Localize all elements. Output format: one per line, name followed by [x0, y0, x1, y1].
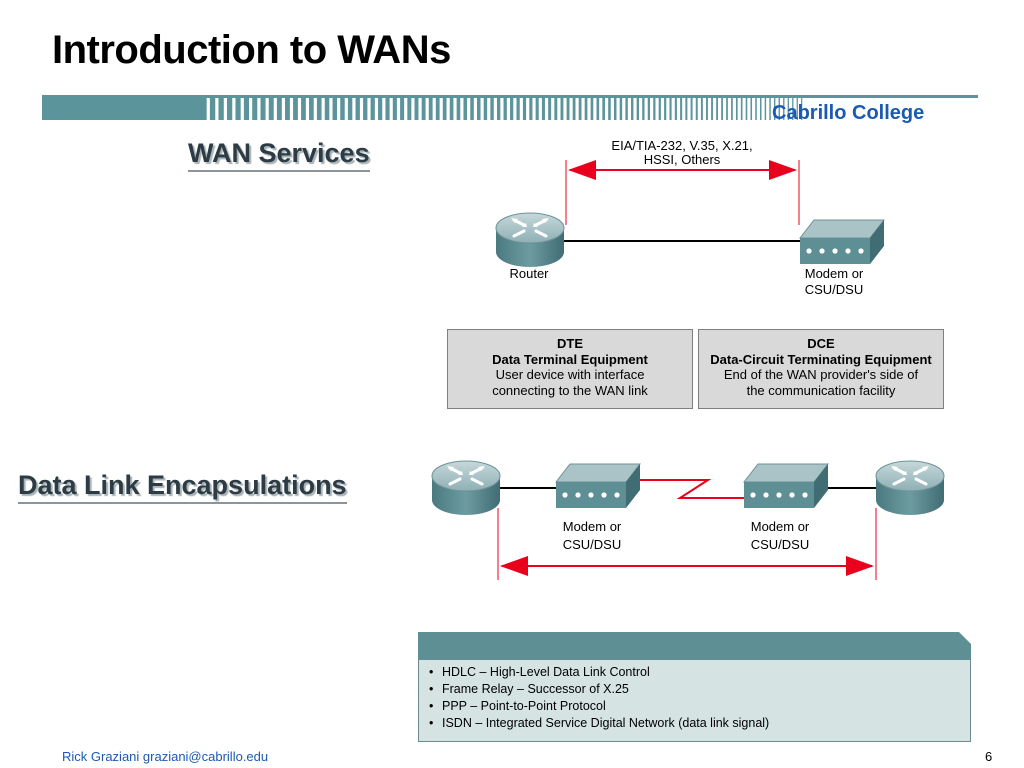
footer-author: Rick Graziani graziani@cabrillo.edu: [62, 749, 269, 764]
encapsulation-list: HDLC – High-Level Data Link Control Fram…: [429, 664, 970, 732]
wan-services-heading-text: WAN Services: [188, 138, 370, 168]
list-item: HDLC – High-Level Data Link Control: [429, 664, 970, 681]
data-link-heading: Data Link Encapsulations: [18, 470, 347, 504]
dce-title: DCE: [807, 336, 835, 351]
left-modem-label: Modem or: [563, 519, 622, 534]
dce-box: DCE Data-Circuit Terminating Equipment E…: [698, 329, 944, 409]
interface-standards-label-2: HSSI, Others: [644, 152, 721, 167]
dce-full-name: Data-Circuit Terminating Equipment: [710, 351, 932, 367]
list-item: ISDN – Integrated Service Digital Networ…: [429, 715, 970, 732]
dce-desc-2: the communication facility: [746, 382, 896, 398]
modem-label-2: CSU/DSU: [805, 282, 864, 297]
dte-full-name: Data Terminal Equipment: [492, 351, 648, 367]
dce-desc-1: End of the WAN provider's side of: [723, 367, 919, 382]
encapsulation-list-body: HDLC – High-Level Data Link Control Fram…: [418, 660, 971, 742]
left-modem-label-2: CSU/DSU: [563, 537, 622, 552]
modem-label: Modem or: [805, 266, 864, 281]
list-item: PPP – Point-to-Point Protocol: [429, 698, 970, 715]
brand-logo-text: Cabrillo College: [772, 102, 925, 124]
wan-services-heading: WAN Services: [188, 138, 370, 172]
modem-icon: [555, 463, 641, 509]
right-modem-label-2: CSU/DSU: [751, 537, 810, 552]
data-link-heading-text: Data Link Encapsulations: [18, 470, 347, 500]
wan-link-zigzag: [634, 479, 744, 499]
interface-standards-label: EIA/TIA-232, V.35, X.21,: [611, 138, 752, 153]
slide-title: Introduction to WANs: [52, 28, 451, 72]
router-icon: [874, 459, 946, 517]
dte-box: DTE Data Terminal Equipment User device …: [447, 329, 693, 409]
dte-title: DTE: [557, 336, 583, 351]
dte-desc-2: connecting to the WAN link: [492, 382, 648, 398]
page-number: 6: [985, 749, 993, 764]
decorative-banner: [42, 95, 978, 120]
router-label: Router: [509, 266, 549, 281]
dte-desc-1: User device with interface: [495, 367, 645, 382]
modem-icon: [799, 219, 885, 265]
right-modem-label: Modem or: [751, 519, 810, 534]
router-icon: [430, 459, 502, 517]
encapsulation-panel: HDLC – High-Level Data Link Control Fram…: [418, 632, 971, 742]
encapsulation-panel-header: [418, 632, 971, 660]
router-icon: [494, 211, 566, 269]
modem-icon: [743, 463, 829, 509]
list-item: Frame Relay – Successor of X.25: [429, 681, 970, 698]
